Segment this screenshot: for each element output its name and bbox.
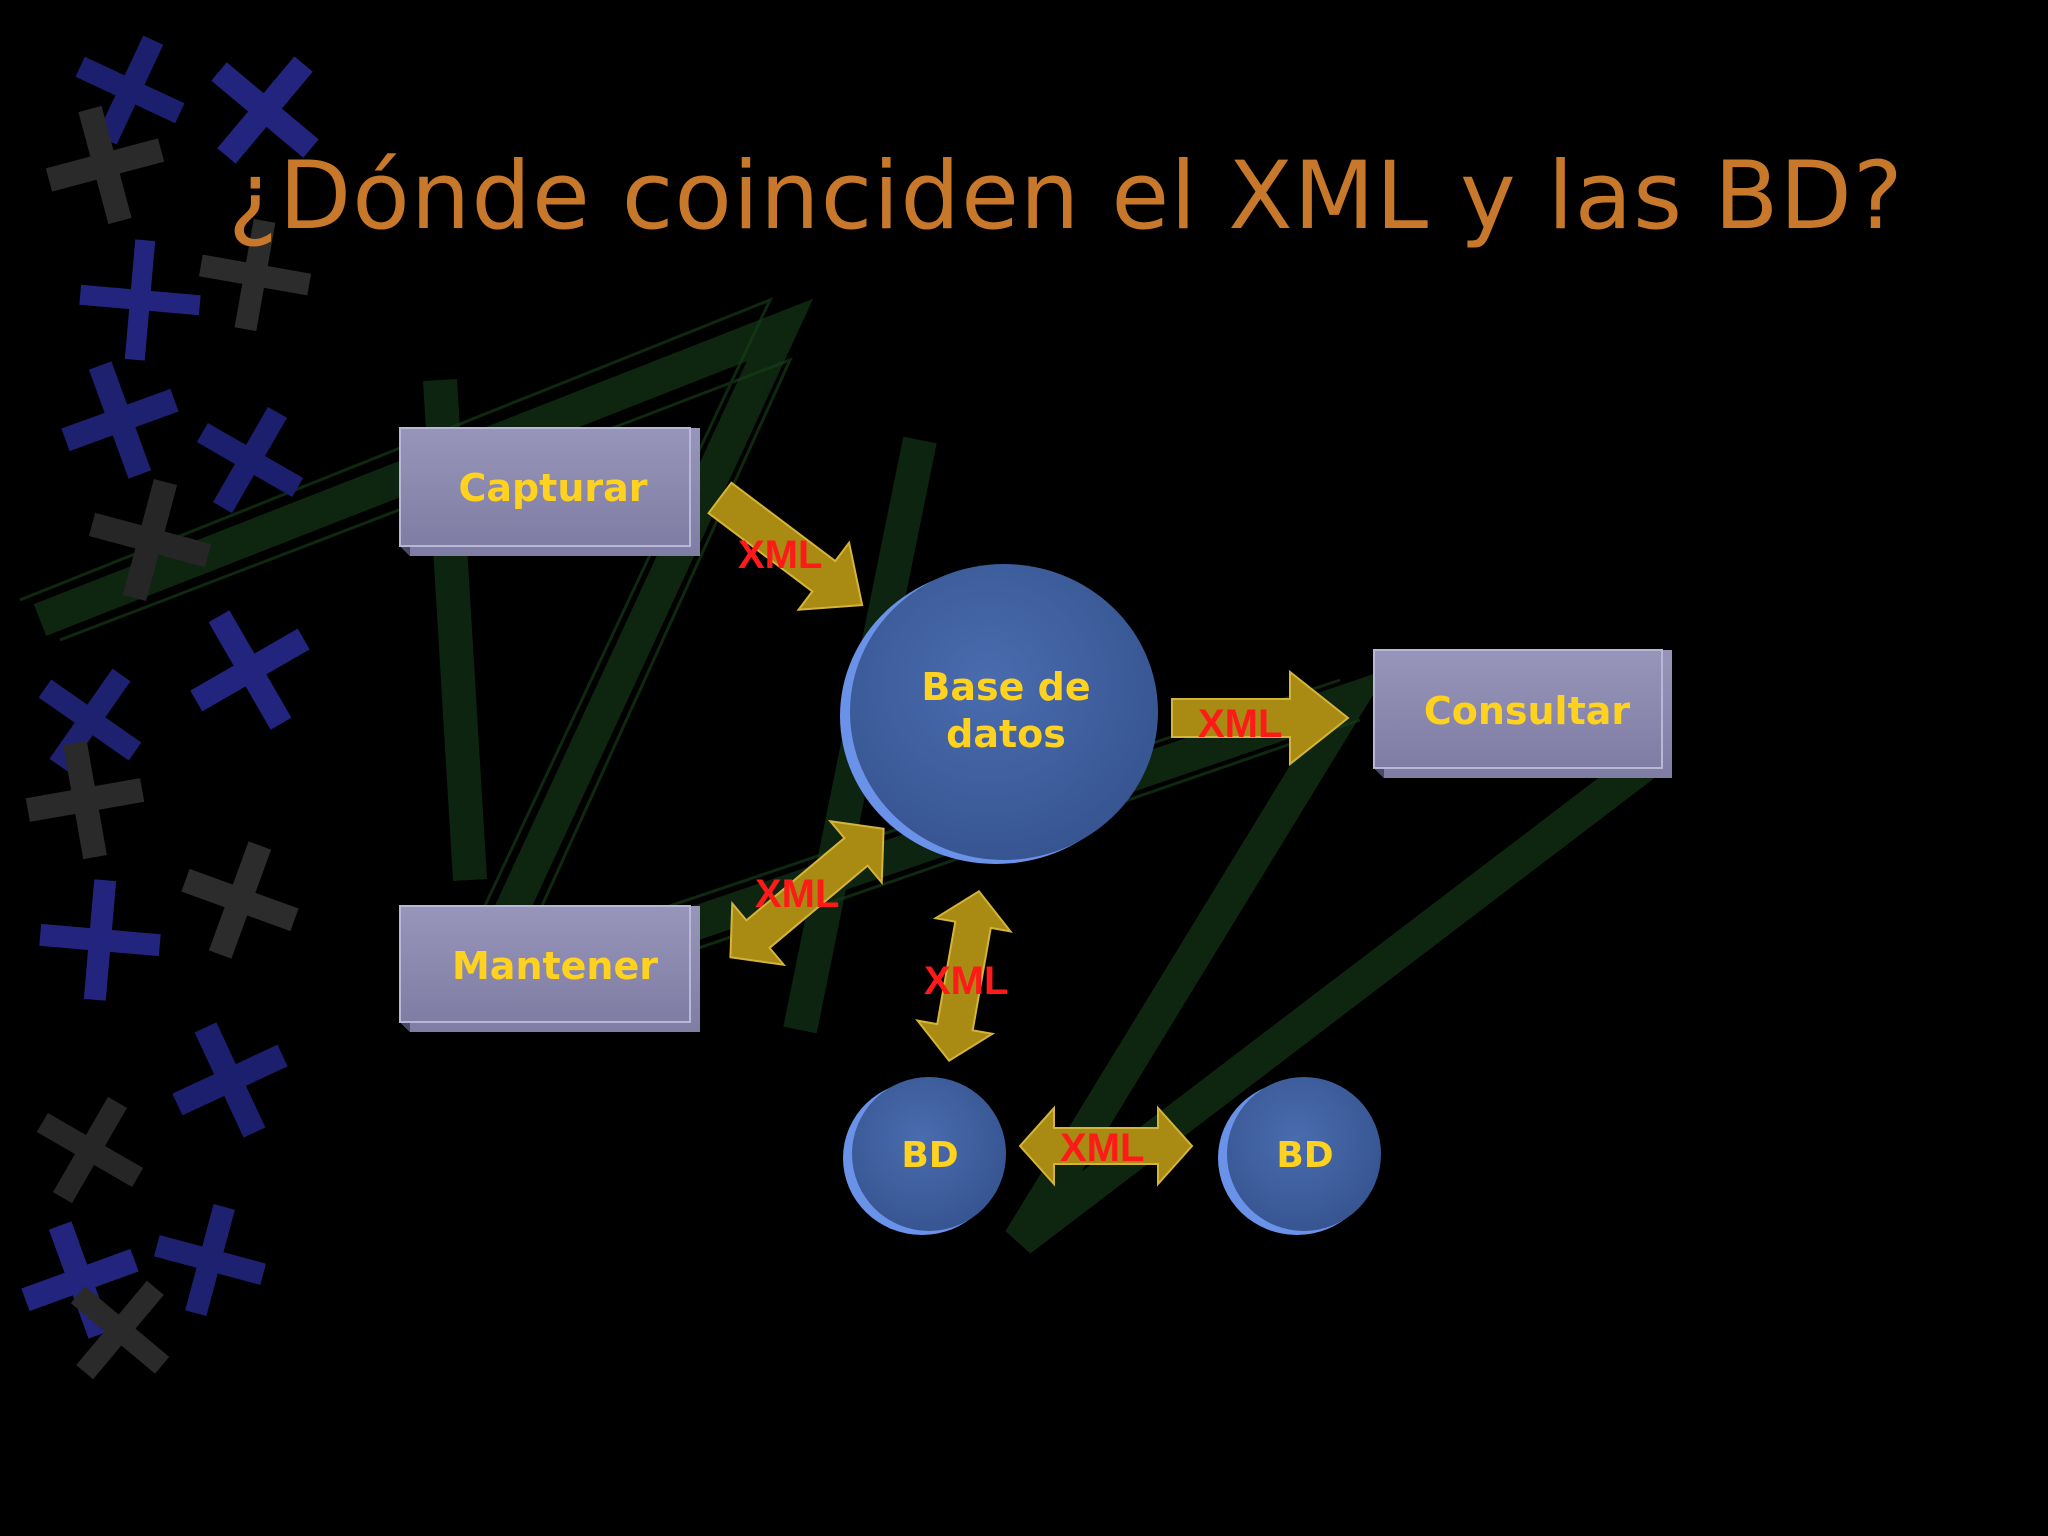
node-consultar: Consultar	[1373, 649, 1672, 778]
node-label-base-de-datos-line1: Base de	[921, 665, 1090, 709]
node-bd-left: BD	[843, 1077, 1006, 1235]
arrow-db-to-consultar	[1171, 669, 1350, 767]
node-label-bd-left: BD	[901, 1135, 958, 1176]
node-bd-right: BD	[1218, 1077, 1381, 1235]
cross-pattern	[21, 35, 319, 1380]
slide-title: ¿Dónde coinciden el XML y las BD?	[228, 142, 1904, 251]
arrow-capturar-to-db	[707, 481, 864, 611]
edge-label-capturar-db: XML	[738, 533, 822, 577]
arrow-bd-bd	[1018, 1105, 1194, 1187]
node-label-base-de-datos-line2: datos	[946, 712, 1066, 756]
arrow-db-bd	[915, 889, 1013, 1063]
node-base-de-datos: Base de datos	[840, 564, 1158, 864]
edge-label-db-bd: XML	[924, 959, 1008, 1003]
node-label-mantener: Mantener	[452, 944, 658, 988]
edge-label-db-consultar: XML	[1198, 702, 1282, 746]
node-label-consultar: Consultar	[1424, 689, 1631, 733]
node-mantener: Mantener	[399, 905, 700, 1032]
node-label-capturar: Capturar	[458, 466, 647, 510]
edge-label-mantener-db: XML	[755, 872, 839, 916]
edge-label-bd-bd: XML	[1060, 1126, 1144, 1170]
arrow-mantener-db	[729, 819, 885, 967]
node-label-bd-right: BD	[1276, 1135, 1333, 1176]
node-capturar: Capturar	[399, 427, 700, 556]
